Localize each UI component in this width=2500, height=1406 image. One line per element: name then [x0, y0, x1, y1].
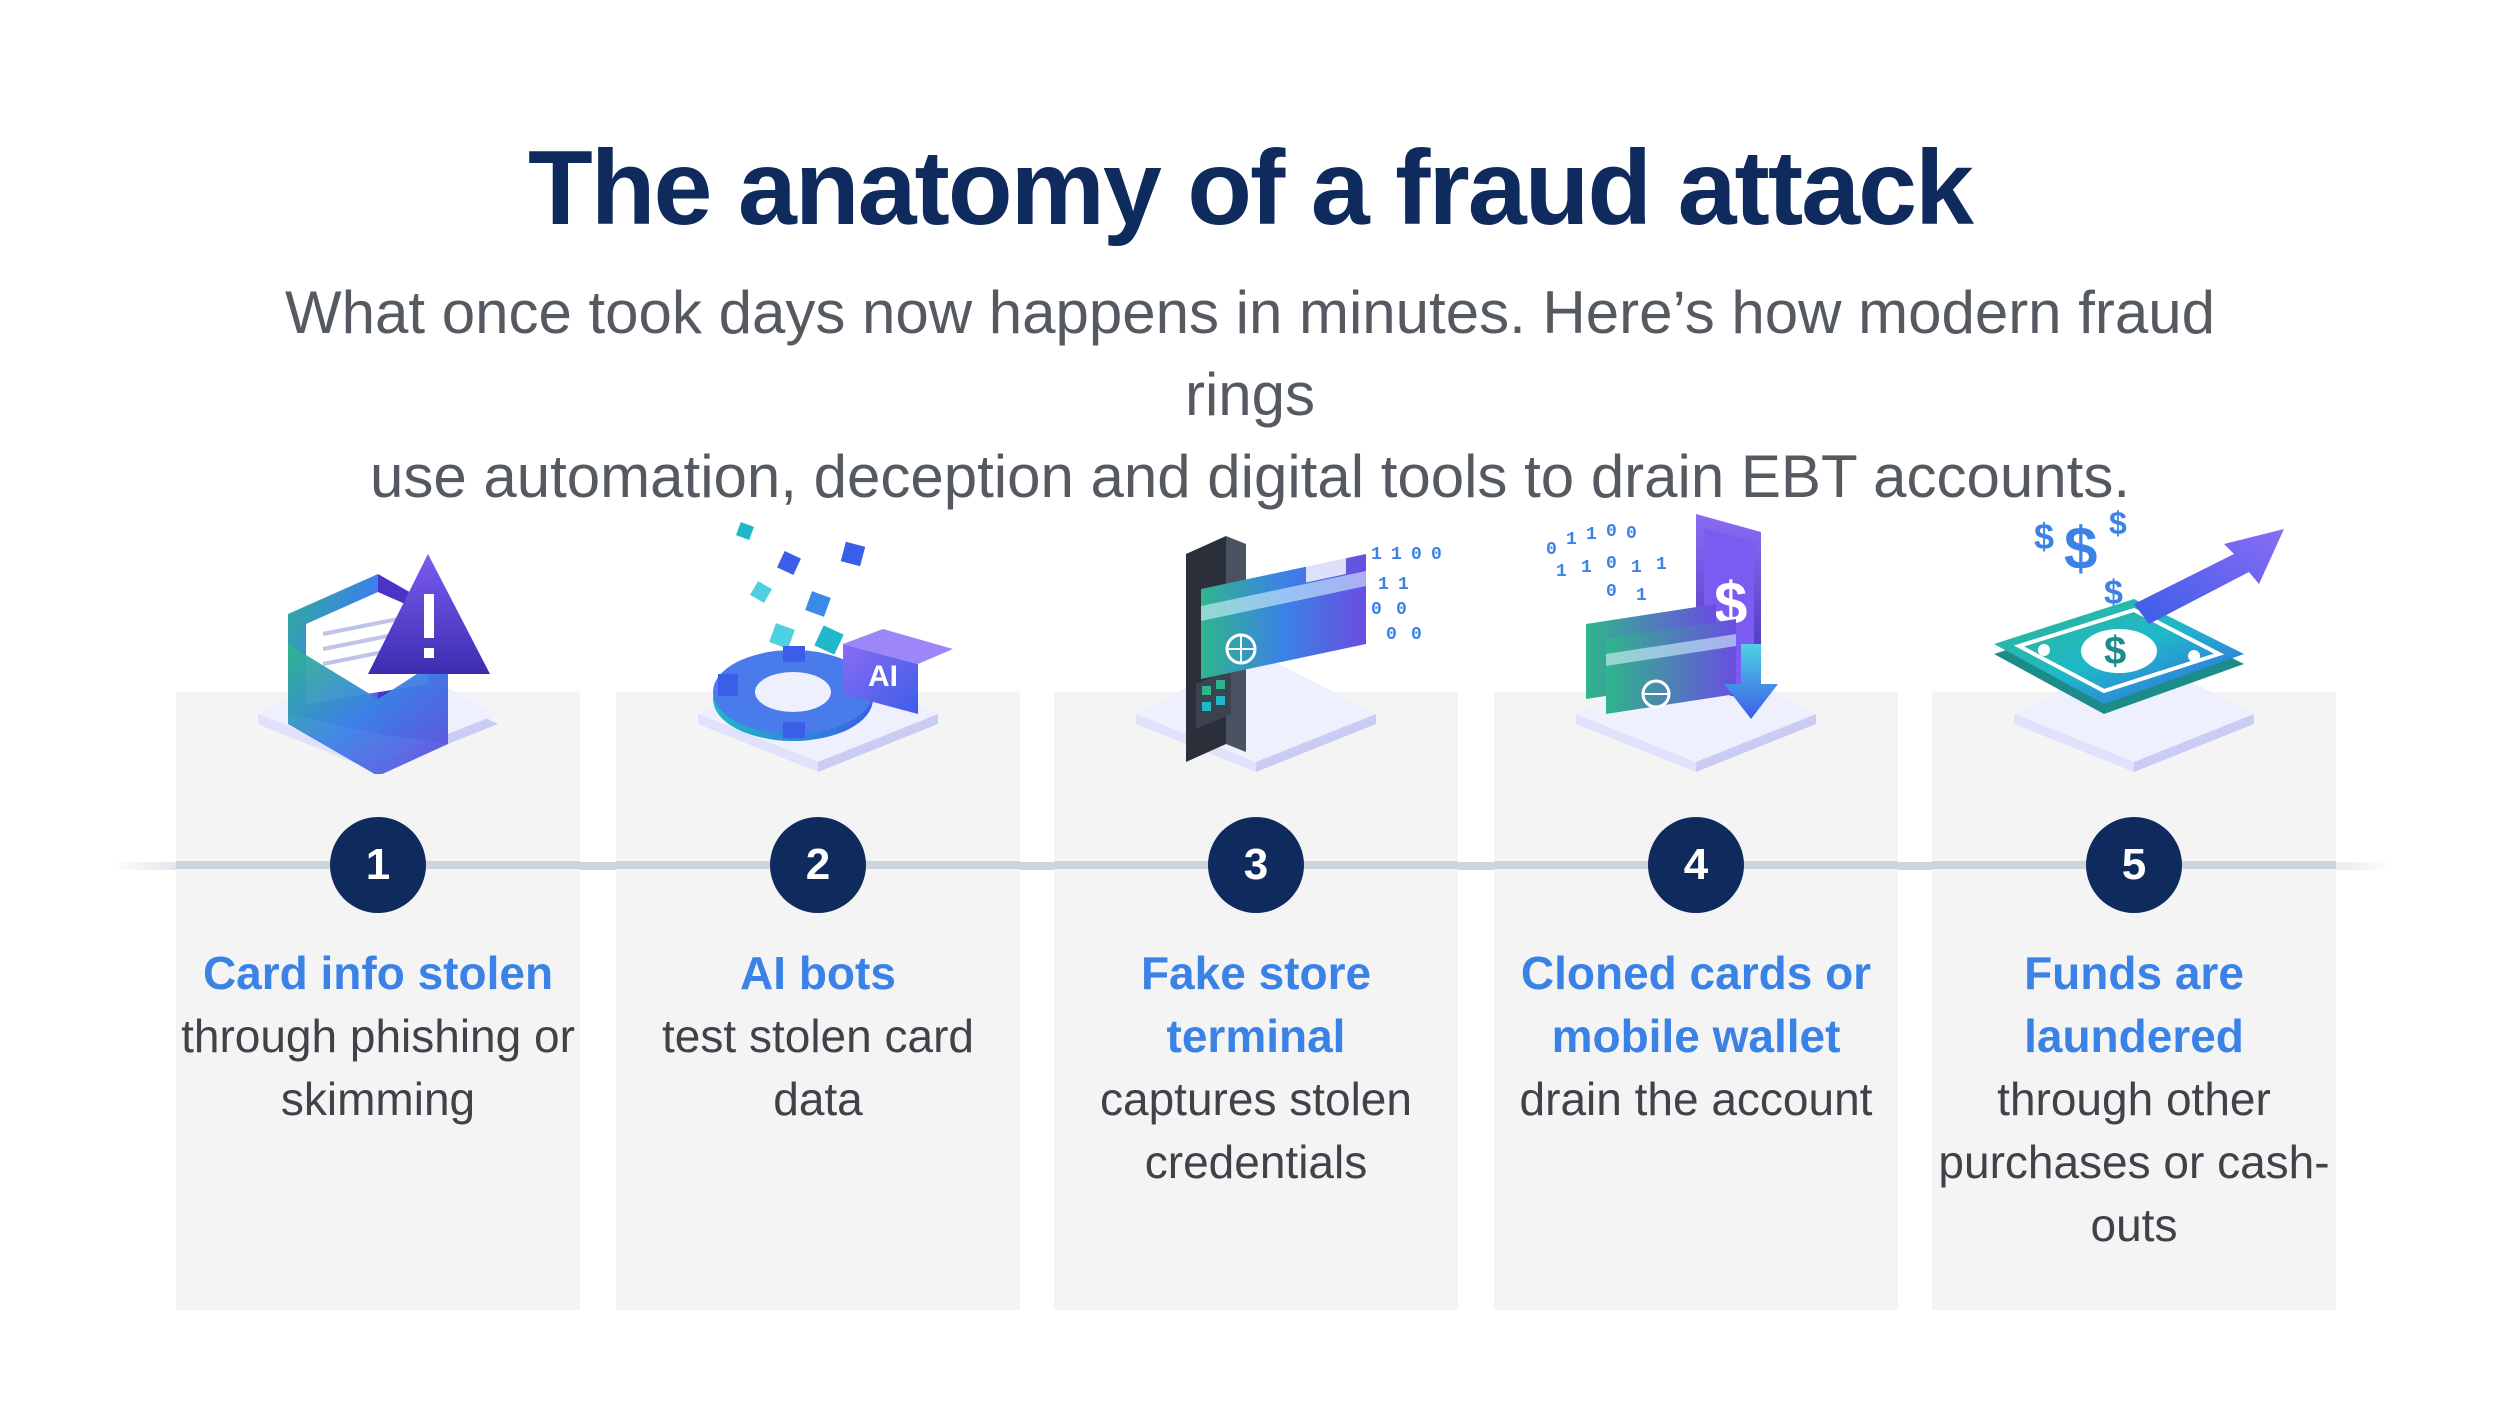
step-text-2: AI bots test stolen card data [616, 942, 1020, 1131]
subtitle-line-1: What once took days now happens in minut… [285, 279, 2215, 428]
binary-digit: 0 [1386, 625, 1397, 645]
binary-digit: 1 [1586, 525, 1597, 545]
dollar-icon: $ [2064, 515, 2097, 582]
ai-chip-label: AI [868, 660, 898, 693]
binary-digit: 0 [1396, 600, 1407, 620]
bill-dollar-icon: $ [2104, 629, 2126, 673]
step-highlight-4: Cloned cards or mobile wallet [1520, 947, 1872, 1062]
step-description-1: through phishing or skimming [181, 1010, 575, 1125]
page-title: The anatomy of a fraud attack [527, 129, 1974, 247]
step-number-4: 4 [1648, 817, 1744, 913]
step-highlight-3: Fake store terminal [1140, 947, 1372, 1062]
step-number-3: 3 [1208, 817, 1304, 913]
binary-digit: 0 [1626, 524, 1637, 544]
binary-digit: 0 [1606, 582, 1617, 602]
binary-digit: 1 [1556, 562, 1567, 582]
binary-digit: 1 [1636, 586, 1647, 606]
binary-digit: 0 [1411, 545, 1422, 565]
binary-digit: 1 [1631, 558, 1642, 578]
binary-digit: 1 [1398, 575, 1409, 595]
binary-digit: 0 [1606, 554, 1617, 574]
step-card-2: AI 2 AI bots test stolen card data [616, 522, 1020, 1310]
dollar-icon: $ [2034, 516, 2054, 557]
cloned-card-mobile-wallet-icon: $ 0 1 1 0 0 1 1 0 1 1 0 1 [1546, 514, 1816, 772]
binary-digit: 1 [1378, 575, 1389, 595]
binary-digit: 1 [1391, 545, 1402, 565]
binary-digit: 0 [1411, 625, 1422, 645]
binary-digit: 0 [1431, 545, 1442, 565]
money-laundering-arrow-icon: $ $ $ $ $ [1994, 505, 2284, 772]
card-terminal-icon: 1 1 0 0 1 1 0 0 0 0 [1136, 536, 1442, 772]
binary-digit: 1 [1371, 545, 1382, 565]
step-card-1: 1 Card info stolen through phishing or s… [176, 554, 580, 1310]
step-text-4: Cloned cards or mobile wallet drain the … [1494, 942, 1898, 1131]
binary-digit: 1 [1566, 530, 1577, 550]
step-description-5: through other purchases or cash-outs [1938, 1073, 2330, 1251]
step-description-2: test stolen card data [662, 1010, 974, 1125]
step-card-5: $ $ $ $ $ 5 Funds are laundered through … [1932, 505, 2336, 1310]
step-text-1: Card info stolen through phishing or ski… [176, 942, 580, 1131]
step-number-1: 1 [330, 817, 426, 913]
step-highlight-2: AI bots [740, 947, 896, 999]
step-card-4: $ 0 1 1 0 0 1 1 0 1 1 0 1 4 Cloned cards… [1494, 514, 1898, 1310]
step-number-5: 5 [2086, 817, 2182, 913]
binary-digit: 0 [1371, 600, 1382, 620]
step-description-3: captures stolen credentials [1100, 1073, 1412, 1188]
step-highlight-5: Funds are laundered [2024, 947, 2244, 1062]
page-subtitle: What once took days now happens in minut… [250, 272, 2250, 518]
binary-digit: 0 [1606, 522, 1617, 542]
dollar-icon: $ [2104, 574, 2123, 612]
ai-bot-gear-icon: AI [698, 522, 953, 772]
phishing-envelope-warning-icon [258, 554, 498, 774]
step-number-2: 2 [770, 817, 866, 913]
step-text-3: Fake store terminal captures stolen cred… [1054, 942, 1458, 1194]
binary-digit: 0 [1546, 540, 1557, 560]
step-description-4: drain the account [1519, 1073, 1873, 1125]
subtitle-line-2: use automation, deception and digital to… [369, 443, 2130, 510]
step-text-5: Funds are laundered through other purcha… [1932, 942, 2336, 1257]
binary-digit: 1 [1581, 558, 1592, 578]
step-highlight-1: Card info stolen [202, 947, 554, 999]
dollar-icon: $ [2109, 505, 2127, 541]
step-card-3: 1 1 0 0 1 1 0 0 0 0 3 Fake store termina… [1054, 536, 1458, 1310]
binary-digit: 1 [1656, 555, 1667, 575]
